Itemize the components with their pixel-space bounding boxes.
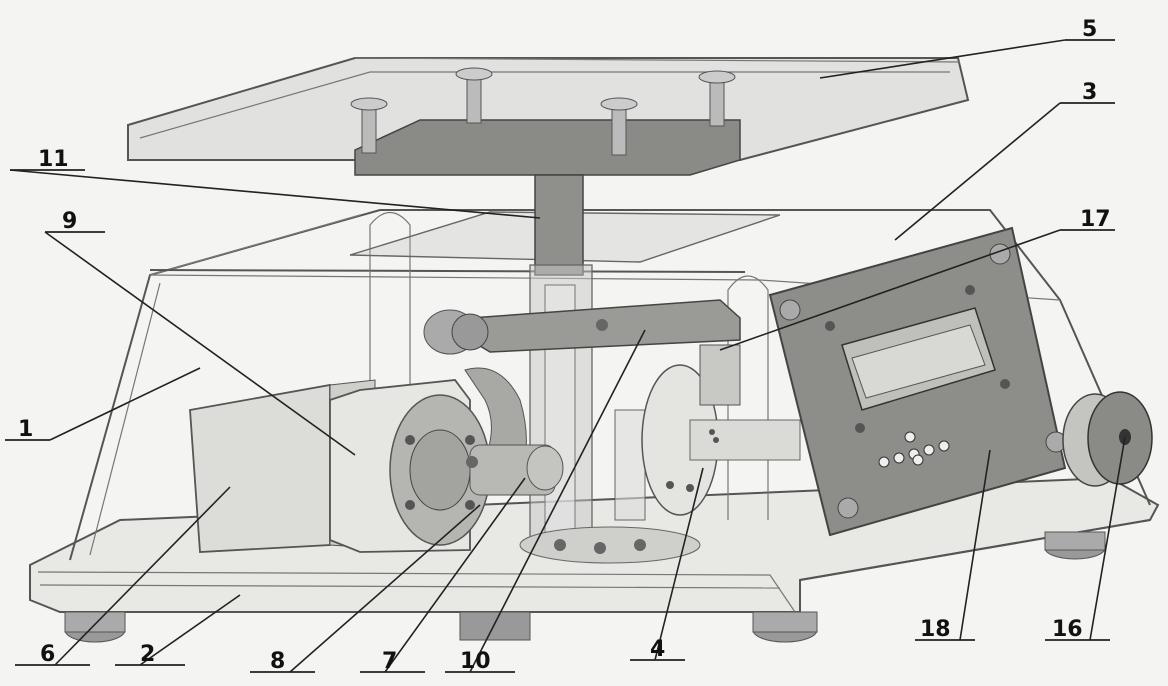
control-panel [768, 226, 1067, 537]
callout-5: 5 [1082, 17, 1097, 42]
weighing-platform [127, 57, 970, 176]
callout-4: 4 [650, 637, 665, 662]
callout-7: 7 [382, 649, 397, 674]
callout-11: 11 [38, 147, 69, 172]
callout-1: 1 [18, 417, 33, 442]
callout-9: 9 [62, 209, 77, 234]
lever-arm [423, 299, 741, 355]
feet [64, 531, 1106, 643]
cam-mechanism [464, 367, 564, 496]
motor-assembly [189, 379, 491, 553]
adjustment-knob [1062, 391, 1153, 487]
sensor-disc [614, 344, 801, 521]
callout-3: 3 [1082, 80, 1097, 105]
gear-plate [519, 526, 701, 564]
callout-17: 17 [1080, 207, 1111, 232]
callout-2: 2 [140, 642, 155, 667]
callout-10: 10 [460, 649, 491, 674]
callout-6: 6 [40, 642, 55, 667]
callout-16: 16 [1052, 617, 1083, 642]
leader-lines [5, 39, 1126, 673]
callout-18: 18 [920, 617, 951, 642]
callout-labels: 5 3 17 11 9 1 6 2 8 7 10 4 18 16 [18, 17, 1111, 674]
callout-8: 8 [270, 649, 285, 674]
